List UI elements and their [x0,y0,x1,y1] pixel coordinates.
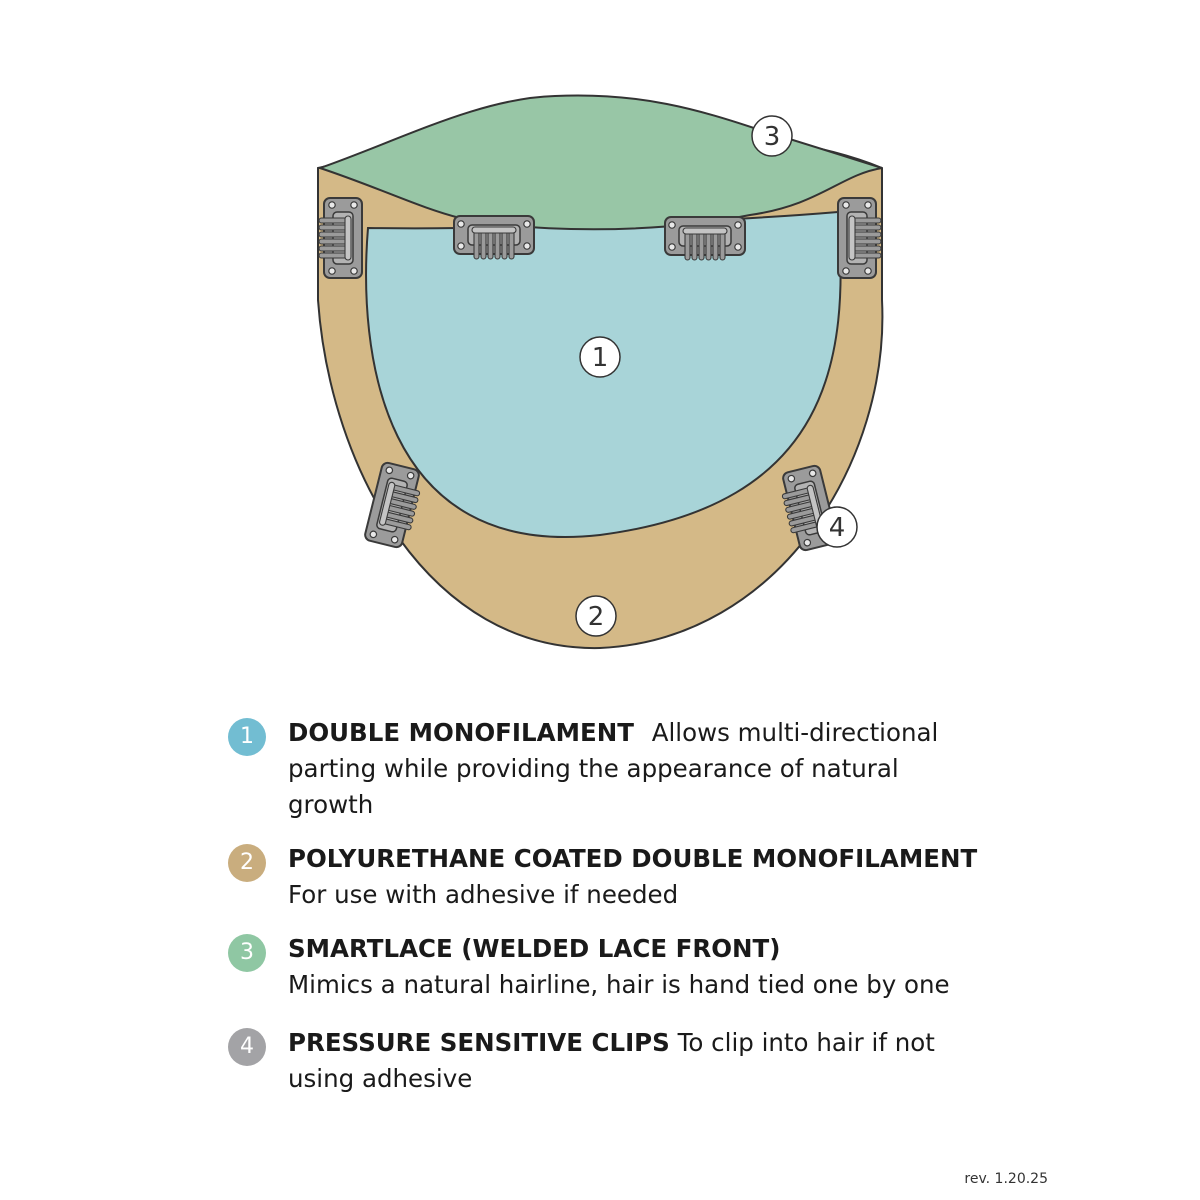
legend-title: PRESSURE SENSITIVE CLIPS [288,1028,670,1057]
legend-number-badge: 2 [228,844,266,882]
callout-2: 2 [575,595,617,637]
legend-item-clips: 4 PRESSURE SENSITIVE CLIPS To clip into … [228,1025,988,1097]
legend-item-smartlace: 3 SMARTLACE (WELDED LACE FRONT) Mimics a… [228,931,988,1003]
clip-top-right [837,197,882,279]
svg-text:3: 3 [764,122,781,152]
legend-title: SMARTLACE (WELDED LACE FRONT) [288,934,781,963]
svg-text:2: 2 [588,602,605,632]
legend-item-polyurethane: 2 POLYURETHANE COATED DOUBLE MONOFILAMEN… [228,841,988,913]
clip-top-left [318,197,363,279]
wig-cap-diagram: 1 2 3 4 [316,94,884,650]
legend-title: DOUBLE MONOFILAMENT [288,718,634,747]
legend-item-double-monofilament: 1 DOUBLE MONOFILAMENT Allows multi-direc… [228,715,988,823]
callout-3: 3 [751,115,793,157]
legend-description: For use with adhesive if needed [288,880,679,909]
legend-number-badge: 1 [228,718,266,756]
legend-text: POLYURETHANE COATED DOUBLE MONOFILAMENT … [288,841,988,913]
legend: 1 DOUBLE MONOFILAMENT Allows multi-direc… [228,715,988,1115]
clip-top-center-right [664,216,746,261]
svg-text:4: 4 [829,513,846,543]
legend-description: To clip into hair if not using adhesive [288,1028,935,1093]
legend-title: POLYURETHANE COATED DOUBLE MONOFILAMENT [288,844,978,873]
clip-top-center-left [453,215,535,260]
callout-1: 1 [579,336,621,378]
legend-text: DOUBLE MONOFILAMENT Allows multi-directi… [288,715,988,823]
legend-text: PRESSURE SENSITIVE CLIPS To clip into ha… [288,1025,988,1097]
legend-number-badge: 3 [228,934,266,972]
callout-4: 4 [816,506,858,548]
legend-description: Allows multi-directional parting while p… [288,718,939,819]
legend-description: Mimics a natural hairline, hair is hand … [288,970,950,999]
revision-label: rev. 1.20.25 [964,1171,1048,1187]
legend-number-badge: 4 [228,1028,266,1066]
legend-text: SMARTLACE (WELDED LACE FRONT) Mimics a n… [288,931,988,1003]
svg-text:1: 1 [592,343,609,373]
